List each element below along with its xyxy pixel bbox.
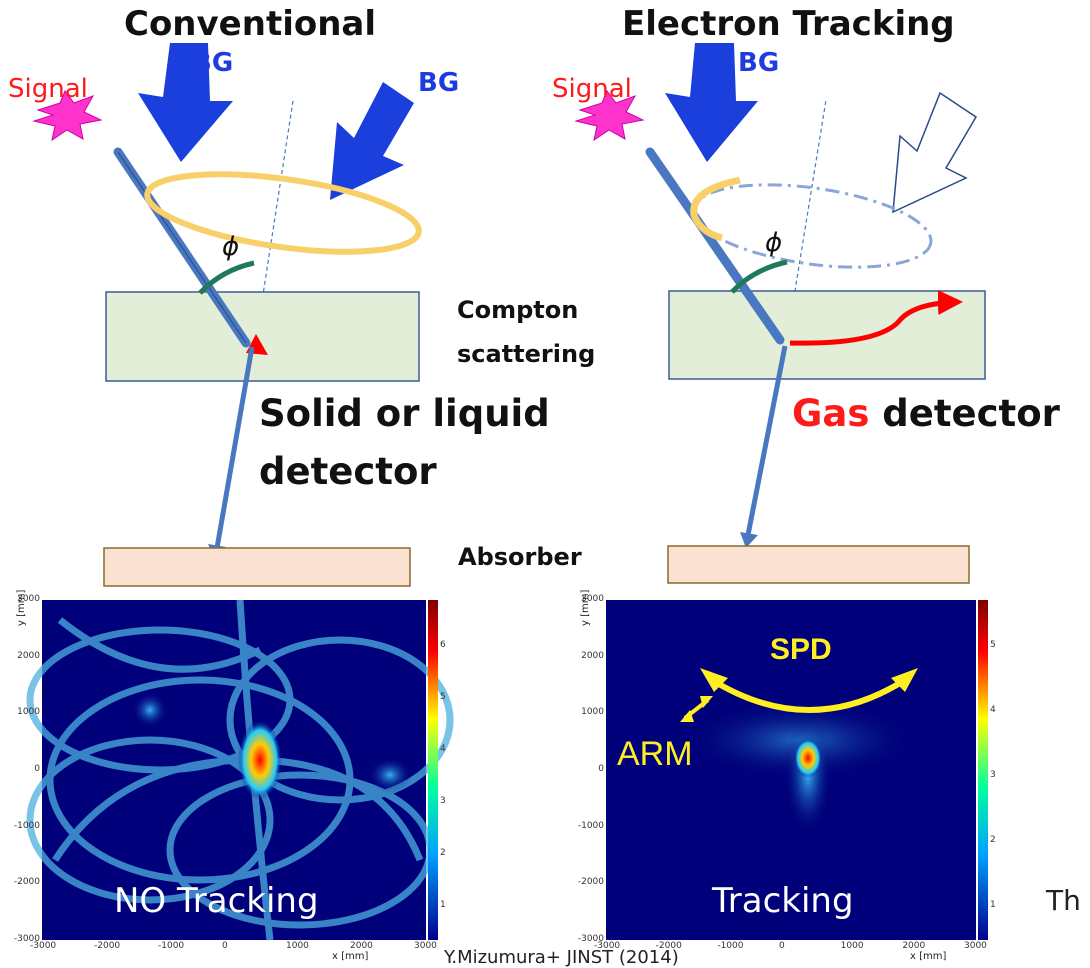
bg-arrow-left-2 <box>330 82 414 200</box>
absorber-right <box>667 545 970 584</box>
heatmap-left-label: NO Tracking <box>114 881 319 921</box>
phi-label-left: ϕ <box>222 232 240 262</box>
colorbar-tick-label: 5 <box>440 692 446 702</box>
y-tick-label: 0 <box>598 764 604 774</box>
colorbar-tick-label: 4 <box>440 744 446 754</box>
y-tick-label: 2000 <box>581 650 604 661</box>
y-tick-label: -2000 <box>13 877 40 888</box>
y-tick-label: 1000 <box>581 707 604 718</box>
y-tick-label: 2000 <box>17 650 40 661</box>
x-tick-label: 3000 <box>414 941 437 951</box>
scattered-track-left <box>214 346 255 549</box>
absorber-label: Absorber <box>458 543 582 571</box>
gas-detector-rest: detector <box>869 392 1060 435</box>
scattering-label: scattering <box>457 340 596 368</box>
bg-arrow-right-1 <box>665 43 758 162</box>
x-tick-label: 1000 <box>286 941 309 951</box>
cut-text: Th <box>1046 884 1081 917</box>
solid-detector-line2: detector <box>259 450 437 493</box>
y-tick-label: -1000 <box>577 820 604 831</box>
y-tick-label: 1000 <box>17 707 40 718</box>
title-conventional: Conventional <box>124 4 377 44</box>
colorbar-tick-label: 2 <box>440 848 446 858</box>
y-tick-label: -1000 <box>13 820 40 831</box>
x-tick-label: -2000 <box>94 941 121 951</box>
heatmap-right-label: Tracking <box>712 881 854 921</box>
solid-detector-line1: Solid or liquid <box>259 392 550 435</box>
heatmap-left-xlabel: x [mm] <box>332 951 369 962</box>
colorbar-tick-label: 1 <box>990 900 996 910</box>
phi-label-right: ϕ <box>765 228 783 258</box>
bg-arrow-right-hollow <box>892 91 978 214</box>
phi-arc-left <box>198 260 255 295</box>
bg-label-left-2: BG <box>418 68 460 98</box>
compton-arc-segment-right <box>690 176 741 242</box>
signal-star-left <box>32 90 103 142</box>
y-tick-label: -3000 <box>577 934 604 944</box>
signal-star-right <box>574 90 645 142</box>
y-tick-label: -3000 <box>13 934 40 944</box>
colorbar-tick-label: 3 <box>440 796 446 806</box>
x-tick-label: 0 <box>779 941 785 951</box>
gas-detector-label: Gas detector <box>792 392 1060 435</box>
y-tick-label: 0 <box>34 764 40 774</box>
x-tick-label: -1000 <box>158 941 185 951</box>
colorbar-tick-label: 2 <box>990 835 996 845</box>
x-tick-label: -3000 <box>594 941 621 951</box>
x-tick-label: 3000 <box>964 941 987 951</box>
y-tick-label: 3000 <box>581 594 604 604</box>
bg-arrow-left-1 <box>138 43 233 162</box>
x-tick-label: 2000 <box>350 941 373 951</box>
colorbar-tick-label: 3 <box>990 770 996 780</box>
heatmap-right-plot <box>606 600 988 940</box>
bg-label-right-1: BG <box>738 48 780 78</box>
phi-arc-right <box>730 259 788 294</box>
incoming-track-right <box>645 147 785 345</box>
electron-track-right <box>789 289 963 346</box>
spd-label: SPD <box>770 633 832 666</box>
x-tick-label: 0 <box>222 941 228 951</box>
compton-label: Compton <box>457 296 579 324</box>
colorbar-tick-label: 1 <box>440 900 446 910</box>
x-tick-label: -1000 <box>717 941 744 951</box>
compton-ring-left <box>144 171 422 255</box>
signal-label-right: Signal <box>552 74 632 104</box>
colorbar-tick-label: 6 <box>440 640 446 650</box>
gas-word: Gas <box>792 392 870 435</box>
x-tick-label: 2000 <box>902 941 926 951</box>
absorber-left <box>103 547 411 587</box>
scattered-track-right <box>745 345 788 536</box>
colorbar-tick-label: 5 <box>990 640 996 650</box>
x-tick-label: -2000 <box>655 941 682 951</box>
colorbar-tick-label: 4 <box>990 705 996 715</box>
signal-label-left: Signal <box>8 74 88 104</box>
spd-arrow <box>710 677 907 713</box>
x-tick-label: -3000 <box>30 941 57 951</box>
y-tick-label: -2000 <box>577 877 604 888</box>
left-diagram <box>32 43 422 587</box>
x-tick-label: 1000 <box>840 941 864 951</box>
heatmap-right-xlabel: x [mm] <box>910 951 947 962</box>
bg-label-left-1: BG <box>192 48 234 78</box>
right-diagram <box>574 43 986 584</box>
solid-detector-box <box>105 291 420 382</box>
title-electron-tracking: Electron Tracking <box>622 4 955 44</box>
arm-label: ARM <box>617 735 693 773</box>
heatmap-left-plot <box>26 599 454 941</box>
citation: Y.Mizumura+ JINST (2014) <box>444 947 679 968</box>
y-tick-label: 3000 <box>17 594 40 604</box>
